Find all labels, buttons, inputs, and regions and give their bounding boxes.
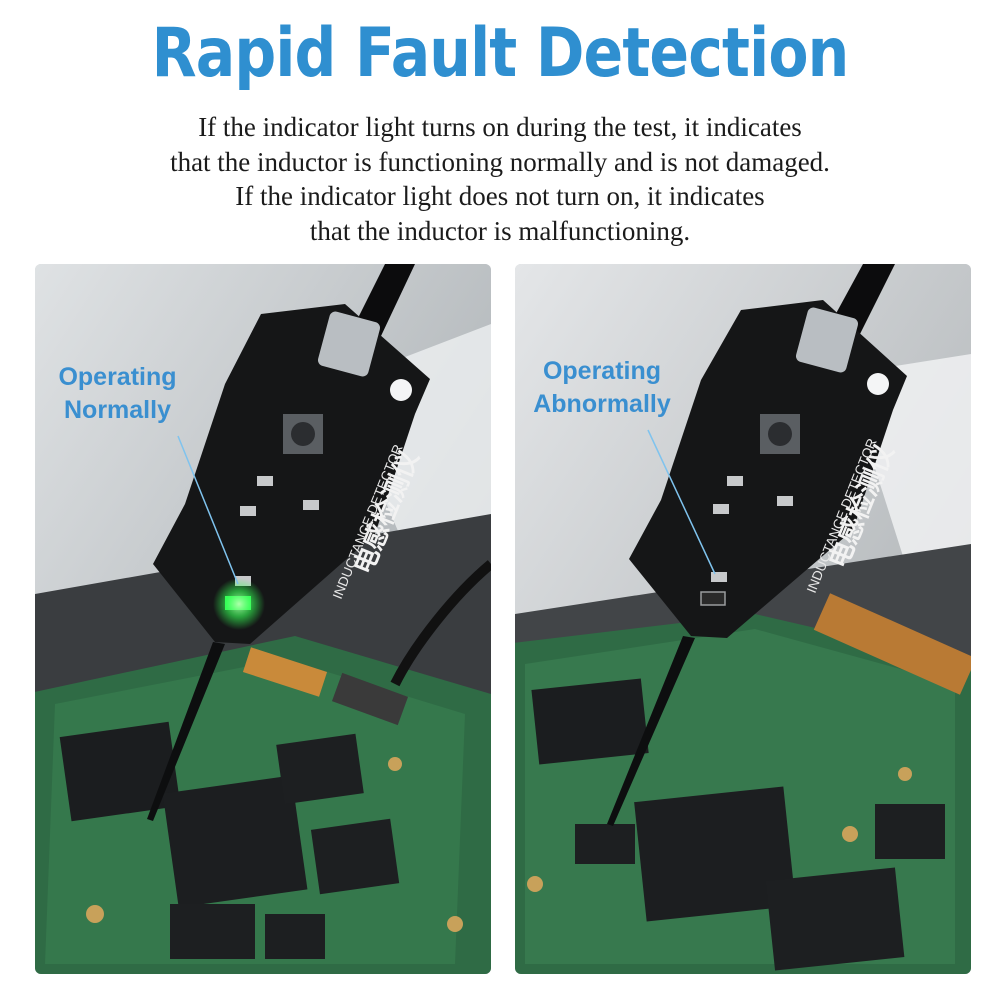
callout-line: Operating — [58, 363, 177, 391]
photo-panel-normal: 电感检测仪 INDUCTANCE DETECTOR — [35, 264, 491, 974]
description-line: If the indicator light does not turn on,… — [235, 181, 765, 211]
inductance-detector — [629, 300, 907, 638]
photo-normal: 电感检测仪 INDUCTANCE DETECTOR — [35, 264, 491, 974]
circuit-board — [515, 593, 971, 974]
description-line: that the inductor is malfunctioning. — [309, 215, 691, 246]
circuit-board — [35, 636, 491, 974]
description-line: If the indicator light turns on during t… — [198, 112, 802, 142]
photo-abnormal: 电感检测仪 INDUCTANCE DETECTOR — [515, 264, 971, 974]
description-line: that the inductor is functioning normall… — [170, 146, 830, 177]
callout-normal: Operating Normally — [50, 361, 185, 427]
inductance-detector — [153, 304, 430, 644]
description: If the indicator light turns on during t… — [60, 110, 940, 248]
callout-abnormal: Operating Abnormally — [527, 355, 677, 421]
callout-line: Abnormally — [533, 390, 671, 418]
headline: Rapid Fault Detection — [151, 14, 850, 93]
callout-line: Normally — [64, 396, 171, 424]
photo-panel-abnormal: 电感检测仪 INDUCTANCE DETECTOR — [515, 264, 971, 974]
callout-line: Operating — [542, 357, 662, 385]
